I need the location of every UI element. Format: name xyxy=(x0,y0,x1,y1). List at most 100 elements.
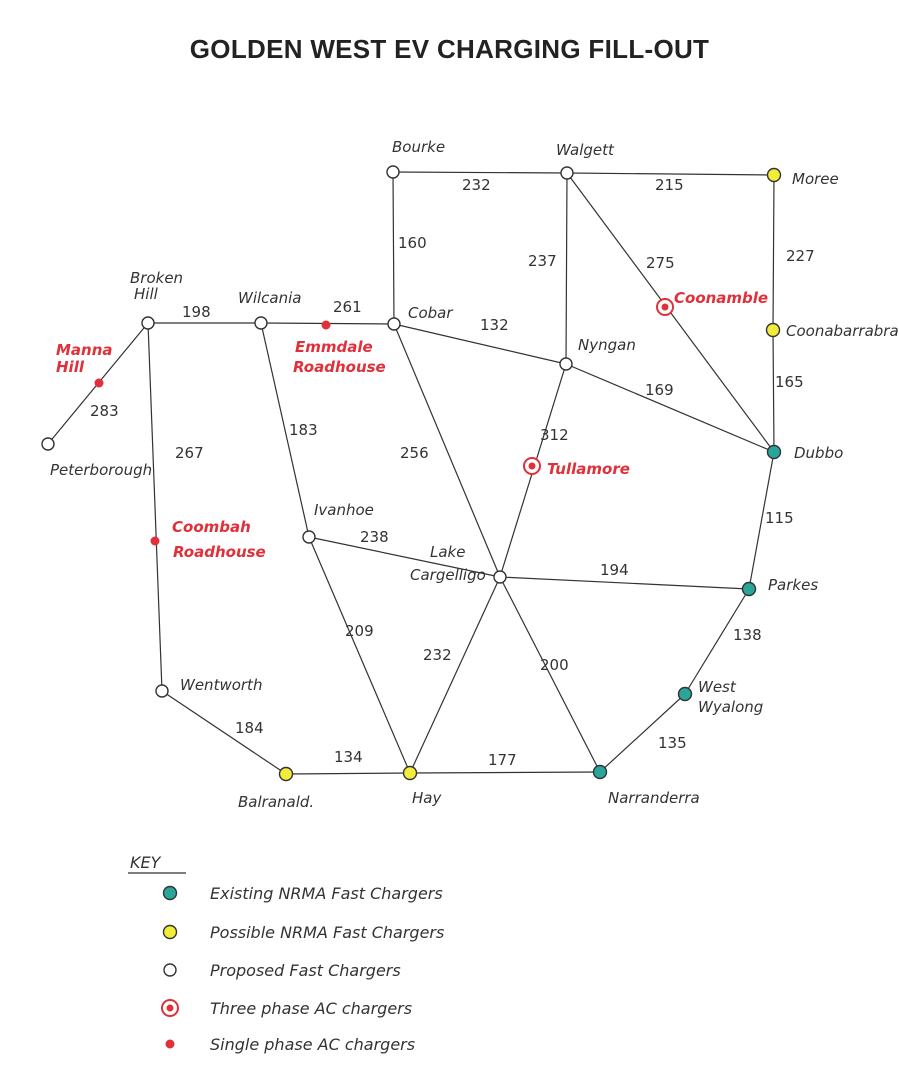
road-hay-narrandera xyxy=(409,771,601,774)
key-label: Three phase AC chargers xyxy=(210,999,412,1018)
road-westwyalong-narrandera xyxy=(599,693,686,773)
key-existing-icon xyxy=(162,885,178,901)
distance-label: 256 xyxy=(400,444,429,462)
diagram-title: GOLDEN WEST EV CHARGING FILL-OUT xyxy=(189,34,710,64)
bourke-charger-icon xyxy=(386,165,400,179)
distance-label: 165 xyxy=(775,373,804,391)
key-single-icon xyxy=(165,1039,175,1049)
distance-label: 232 xyxy=(423,646,452,664)
distance-label: 160 xyxy=(398,234,427,252)
distance-label: 183 xyxy=(289,421,318,439)
town-label-peterborough: Peterborough xyxy=(50,461,152,479)
town-label-coonabarabran: Coonabarrabran xyxy=(786,322,899,340)
distance-label: 238 xyxy=(360,528,389,546)
mannahill-charger-icon xyxy=(94,378,104,388)
distance-label: 169 xyxy=(645,381,674,399)
road-parkes-westwyalong xyxy=(684,588,750,695)
walgett-charger-icon xyxy=(560,166,574,180)
distance-label: 261 xyxy=(333,298,362,316)
road-ivanhoe-hay xyxy=(308,536,411,774)
balranald-charger-icon xyxy=(278,766,294,782)
town-label-ivanhoe: Ivanhoe xyxy=(314,501,374,519)
key-title: KEY xyxy=(130,853,162,872)
distance-label: 177 xyxy=(488,751,517,769)
lakecargelligo-charger-icon xyxy=(493,570,507,584)
town-label-moree: Moree xyxy=(792,170,839,188)
key-label: Existing NRMA Fast Chargers xyxy=(210,884,443,903)
moree-charger-icon xyxy=(766,167,782,183)
distance-label: 138 xyxy=(733,626,762,644)
nyngan-charger-icon xyxy=(559,357,573,371)
westwyalong-charger-icon xyxy=(677,686,693,702)
distance-label: 198 xyxy=(182,303,211,321)
road-cobar-lakecargelligo xyxy=(393,323,501,578)
town-label-nyngan: Nyngan xyxy=(578,336,636,354)
distance-label: 283 xyxy=(90,402,119,420)
brokenhill-charger-icon xyxy=(141,316,155,330)
town-label-coonamble: Coonamble xyxy=(674,289,768,307)
cobar-charger-icon xyxy=(387,317,401,331)
town-label-walgett: Walgett xyxy=(556,141,615,159)
road-lakecargelligo-narrandera xyxy=(499,576,601,773)
road-lakecargelligo-hay xyxy=(409,576,501,774)
town-label-narrandera: Narranderra xyxy=(608,789,700,807)
narrandera-charger-icon xyxy=(592,764,608,780)
distance-label: 132 xyxy=(480,316,509,334)
road-dubbo-parkes xyxy=(748,451,775,590)
distance-label: 115 xyxy=(765,509,794,527)
road-balranald-hay xyxy=(285,772,411,775)
distance-label: 312 xyxy=(540,426,569,444)
emmdale-charger-icon xyxy=(321,320,331,330)
coonamble-charger-icon xyxy=(656,298,674,316)
distance-label: 209 xyxy=(345,622,374,640)
key-label: Possible NRMA Fast Chargers xyxy=(210,923,444,942)
distance-label: 134 xyxy=(334,748,363,766)
coombah-charger-icon xyxy=(150,536,160,546)
distance-label: 275 xyxy=(646,254,675,272)
key-label: Proposed Fast Chargers xyxy=(210,961,401,980)
town-label-balranald: Balranald. xyxy=(238,793,314,811)
distance-label: 215 xyxy=(655,176,684,194)
distance-label: 184 xyxy=(235,719,264,737)
road-moree-coonabarabran xyxy=(772,174,775,331)
town-label-wentworth: Wentworth xyxy=(180,676,262,694)
road-coonabarabran-dubbo xyxy=(772,329,775,453)
road-brokenhill-wentworth xyxy=(147,322,163,692)
town-label-wilcania: Wilcania xyxy=(238,289,301,307)
road-walgett-nyngan xyxy=(565,172,568,365)
town-label-hay: Hay xyxy=(412,789,442,807)
town-label-bourke: Bourke xyxy=(392,138,445,156)
road-cobar-nyngan xyxy=(393,323,567,365)
distance-label: 227 xyxy=(786,247,815,265)
distance-label: 267 xyxy=(175,444,204,462)
road-ivanhoe-lakecargelligo xyxy=(308,536,501,578)
coonabarabran-charger-icon xyxy=(765,322,781,338)
hay-charger-icon xyxy=(402,765,418,781)
road-wilcania-ivanhoe xyxy=(260,322,310,538)
town-label-tullamore: Tullamore xyxy=(547,460,630,478)
road-bourke-walgett xyxy=(392,171,568,174)
distance-label: 135 xyxy=(658,734,687,752)
tullamore-charger-icon xyxy=(523,457,541,475)
road-lakecargelligo-parkes xyxy=(499,576,750,590)
distance-label: 200 xyxy=(540,656,569,674)
town-label-cobar: Cobar xyxy=(408,304,453,322)
road-bourke-cobar xyxy=(392,171,395,325)
key-label: Single phase AC chargers xyxy=(210,1035,415,1054)
ivanhoe-charger-icon xyxy=(302,530,316,544)
dubbo-charger-icon xyxy=(766,444,782,460)
road-nyngan-dubbo xyxy=(565,363,775,453)
road-walgett-moree xyxy=(566,172,775,176)
town-label-parkes: Parkes xyxy=(768,576,818,594)
distance-label: 232 xyxy=(462,176,491,194)
parkes-charger-icon xyxy=(741,581,757,597)
key-possible-icon xyxy=(162,924,178,940)
distance-label: 194 xyxy=(600,561,629,579)
